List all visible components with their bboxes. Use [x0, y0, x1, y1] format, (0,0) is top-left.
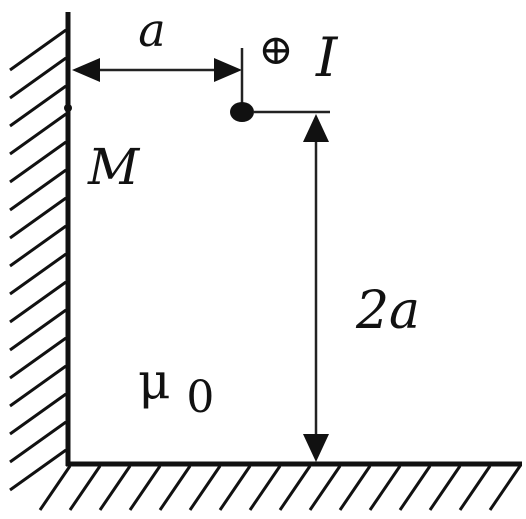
- point-m-marker: [64, 104, 72, 112]
- label-mu0: μ 0: [138, 352, 214, 423]
- label-current-i: I: [315, 26, 339, 89]
- label-a: a: [138, 3, 165, 57]
- dimension-a: [72, 48, 244, 108]
- current-direction-icon: ⊕: [258, 25, 293, 74]
- dimension-a-arrowhead-left: [72, 58, 100, 82]
- label-mu-subscript: 0: [186, 372, 214, 423]
- current-wire-dot: [230, 102, 254, 122]
- dimension-2a: [303, 114, 329, 462]
- horizontal-floor-hatching: [38, 465, 522, 511]
- label-2a: 2a: [355, 281, 420, 341]
- label-mu: μ: [138, 352, 171, 410]
- dimension-a-arrowhead-right: [214, 58, 242, 82]
- vertical-wall-hatching: [9, 28, 67, 492]
- horizontal-floor: [38, 461, 522, 511]
- label-m: M: [87, 138, 141, 196]
- dimension-2a-arrowhead-top: [303, 114, 329, 142]
- dimension-2a-arrowhead-bottom: [303, 434, 329, 462]
- vertical-wall: [9, 12, 71, 492]
